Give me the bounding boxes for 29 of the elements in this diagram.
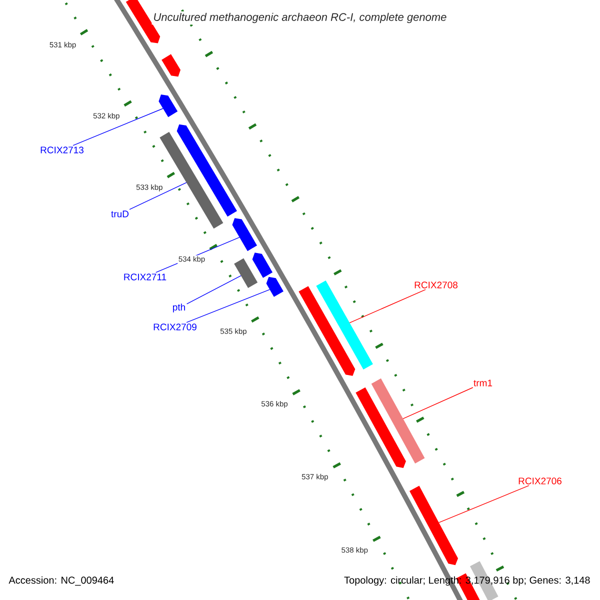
title: Uncultured methanogenic archaeon RC-I, complete genome [152, 11, 448, 25]
gene-bar [371, 378, 425, 464]
gene-bar [316, 280, 373, 370]
gene-label: RCIX2713 [40, 146, 84, 154]
gene-block [158, 94, 178, 118]
leader-line [129, 182, 187, 210]
gene-block [162, 54, 180, 77]
gene-block [356, 387, 406, 468]
leader-line [402, 387, 474, 420]
leader-line [72, 108, 164, 146]
leader-line [438, 485, 530, 523]
gene-label: RCIX2711 [124, 274, 166, 280]
gene-block [252, 252, 273, 278]
leader-line [186, 289, 270, 323]
leader-line [186, 275, 242, 304]
gene-label: RCIX2708 [414, 282, 458, 288]
leader-line [349, 289, 426, 324]
gene-label: truD [111, 210, 129, 218]
gene-bar [234, 258, 258, 288]
gene-label: pth [173, 304, 185, 312]
gene-block [266, 276, 284, 297]
gene-block [410, 486, 458, 566]
gene-block [176, 124, 237, 217]
gene-block [298, 286, 356, 376]
gene-block [232, 218, 258, 252]
gene-label: RCIX2709 [154, 324, 196, 330]
gene-label: trm1 [474, 380, 492, 386]
accession-text: Accession: NC_009464 [7, 574, 116, 588]
gene-label: RCIX2706 [518, 478, 562, 484]
